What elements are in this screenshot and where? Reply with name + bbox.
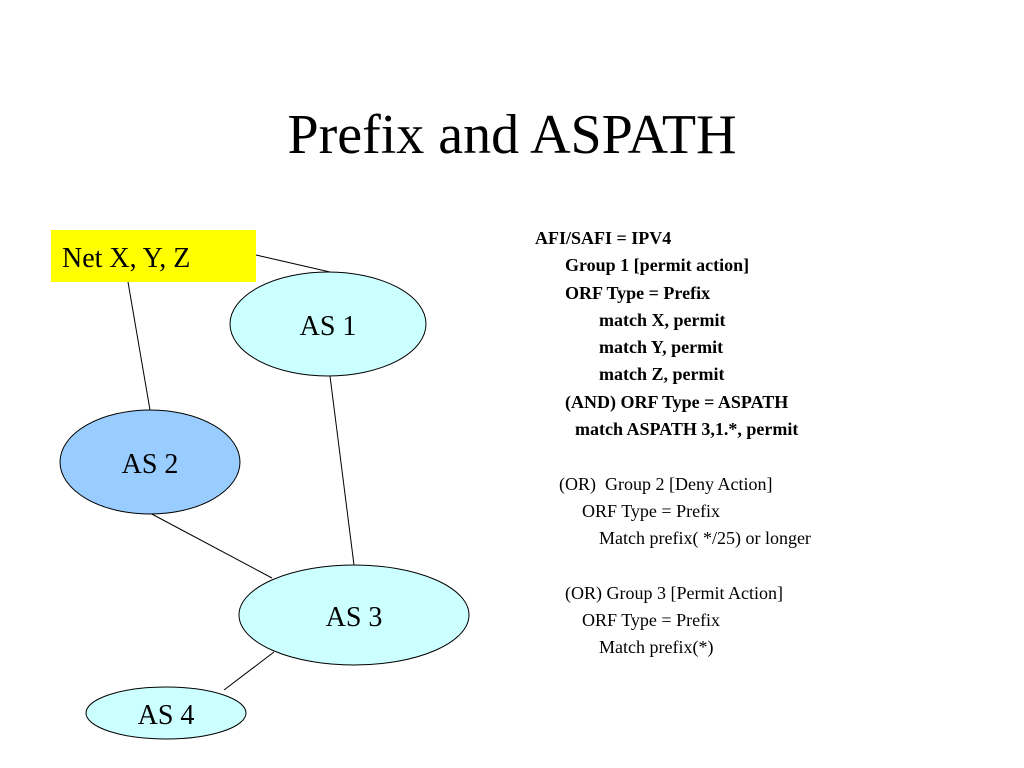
rule-line-orf-prefix-1: ORF Type = Prefix xyxy=(565,282,711,303)
rule-line-match-prefix-all: Match prefix(*) xyxy=(599,637,714,658)
rule-line-group2: (OR) Group 2 [Deny Action] xyxy=(559,473,773,494)
edge-net-as1 xyxy=(255,254,331,273)
rule-line-group3: (OR) Group 3 [Permit Action] xyxy=(565,582,783,603)
rule-line-orf-prefix-2: ORF Type = Prefix xyxy=(582,500,721,521)
rule-line-blank-1 xyxy=(535,443,955,470)
rule-line-orf-prefix-3: ORF Type = Prefix xyxy=(582,610,721,631)
rule-line-match-y: match Y, permit xyxy=(599,337,724,358)
as1-label: AS 1 xyxy=(300,311,357,342)
edge-as2-as3 xyxy=(147,511,273,579)
rule-line-match-prefix-25: Match prefix( */25) or longer xyxy=(599,528,811,549)
rule-line-and-aspath: (AND) ORF Type = ASPATH xyxy=(565,391,789,412)
edge-net-as2 xyxy=(127,281,151,411)
as2-label: AS 2 xyxy=(122,449,179,480)
edge-as3-as4 xyxy=(223,651,275,691)
orf-rules-text: AFI/SAFI = IPV4 Group 1 [permit action] … xyxy=(535,225,955,662)
rule-line-match-z: match Z, permit xyxy=(599,364,725,385)
edge-as1-as3 xyxy=(329,375,355,566)
rule-line-afi-safi: AFI/SAFI = IPV4 xyxy=(535,228,672,248)
net-box[interactable] xyxy=(51,230,256,282)
as2-node[interactable] xyxy=(59,409,241,515)
slide-title: Prefix and ASPATH xyxy=(287,104,737,166)
as1-node[interactable] xyxy=(229,271,427,377)
rule-line-match-aspath: match ASPATH 3,1.*, permit xyxy=(575,419,799,440)
rule-line-match-x: match X, permit xyxy=(599,309,726,330)
as3-node[interactable] xyxy=(238,564,470,666)
as3-label: AS 3 xyxy=(326,602,383,633)
as4-label: AS 4 xyxy=(138,700,195,731)
as4-node[interactable] xyxy=(85,686,247,740)
rule-line-blank-2 xyxy=(535,553,955,580)
rule-line-group1: Group 1 [permit action] xyxy=(565,255,750,276)
net-box-label: Net X, Y, Z xyxy=(62,243,190,274)
